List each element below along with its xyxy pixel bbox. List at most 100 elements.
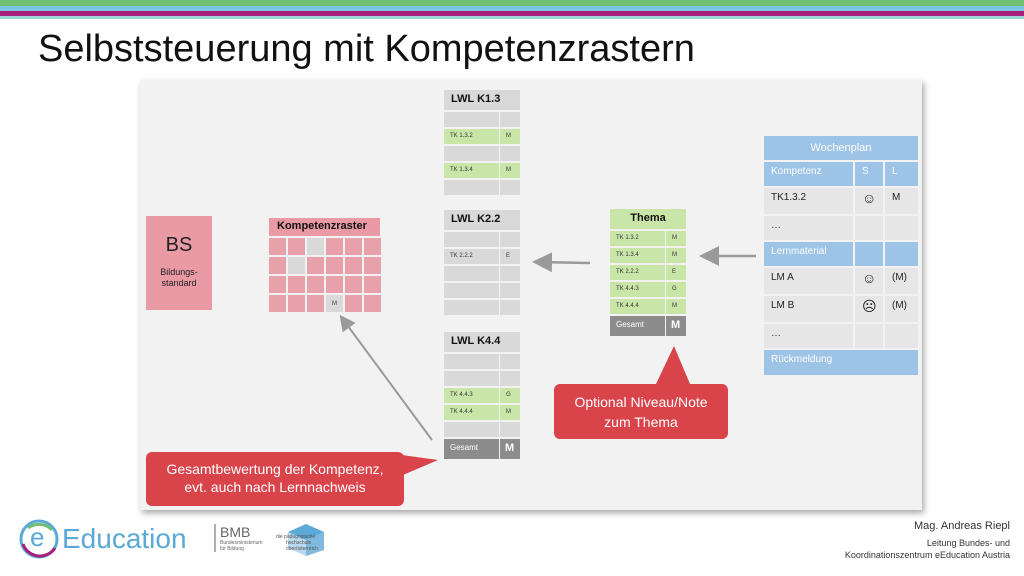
ph-logo: die pädagogische hochschule oberösterrei…	[276, 522, 326, 563]
total-label: Gesamt	[444, 439, 499, 459]
cell-l: (M)	[885, 296, 918, 322]
table-row: …	[764, 324, 918, 348]
frown-icon: ☹	[855, 296, 883, 322]
wochenplan-table: Wochenplan Kompetenz S L TK1.3.2 ☺ M … L…	[764, 136, 918, 375]
col-kompetenz: Kompetenz	[764, 162, 853, 186]
row-grade	[500, 180, 520, 195]
row-grade	[500, 112, 520, 127]
total-grade: M	[500, 439, 520, 459]
eeducation-logo: e Education	[18, 518, 187, 560]
top-stripe-teal	[0, 16, 1024, 19]
table-row	[444, 371, 520, 386]
bmb-logo: BMB Bundesministerium für Bildung	[214, 524, 263, 552]
col-s: S	[855, 162, 883, 186]
table-row: …	[764, 216, 918, 240]
cell-kompetenz: TK1.3.2	[764, 188, 853, 214]
rueckmeldung-row: Rückmeldung	[764, 350, 918, 375]
grid-cell	[364, 257, 381, 274]
rueckmeldung-label: Rückmeldung	[764, 350, 918, 375]
row-code: TK 1.3.4	[610, 248, 665, 263]
callout-line: Optional Niveau/Note	[574, 394, 708, 410]
row-code	[444, 283, 499, 298]
col-l: L	[885, 162, 918, 186]
ph-text-1: die pädagogische	[276, 534, 316, 540]
grid-cell	[269, 295, 286, 312]
table-row	[444, 283, 520, 298]
row-code	[444, 300, 499, 315]
cell-kompetenz: …	[764, 324, 853, 348]
table-row: LM B ☹ (M)	[764, 296, 918, 322]
row-code	[444, 354, 499, 369]
callout-line: evt. auch nach Lernnachweis	[184, 479, 366, 495]
author-name: Mag. Andreas Riepl	[914, 520, 1010, 532]
callout-line: Gesamtbewertung der Kompetenz,	[166, 461, 384, 477]
author-role-2: Koordinationszentrum eEducation Austria	[844, 550, 1010, 560]
logo-e-letter: e	[30, 522, 45, 552]
row-code	[444, 112, 499, 127]
grid-cell	[288, 238, 305, 255]
grid-cell	[269, 276, 286, 293]
callout-gesamtbewertung: Gesamtbewertung der Kompetenz, evt. auch…	[146, 452, 404, 506]
grid-cell	[269, 257, 286, 274]
table-row: LM A ☺ (M)	[764, 268, 918, 294]
row-grade	[500, 300, 520, 315]
bs-label: BS	[165, 234, 193, 256]
table-row	[444, 146, 520, 161]
row-code: TK 4.4.4	[444, 405, 499, 420]
grid-cell	[345, 276, 362, 293]
cell-l: M	[885, 188, 918, 214]
cell-kompetenz: LM B	[764, 296, 853, 322]
table-row	[444, 300, 520, 315]
table-row	[444, 180, 520, 195]
bmb-label: BMB	[220, 524, 251, 540]
grid-cell	[269, 238, 286, 255]
grid-cell	[345, 257, 362, 274]
row-grade: M	[500, 129, 520, 144]
smiley-icon: ☺	[855, 188, 883, 214]
row-code	[444, 266, 499, 281]
row-grade: M	[666, 299, 686, 314]
grid-cell	[288, 257, 305, 274]
row-grade: E	[500, 249, 520, 264]
grid-cell	[364, 295, 381, 312]
grid-cell	[307, 238, 324, 255]
grid-cell	[307, 257, 324, 274]
table-row	[444, 266, 520, 281]
bs-sub-1: Bildungs-	[160, 267, 198, 277]
grid-cell-marked: M	[326, 295, 343, 312]
row-grade: M	[500, 163, 520, 178]
table-row	[444, 422, 520, 437]
row-code: TK 1.3.4	[444, 163, 499, 178]
grid-cell	[288, 295, 305, 312]
row-code	[444, 422, 499, 437]
lernmaterial-row: Lernmaterial	[764, 242, 918, 266]
grid-cell	[326, 257, 343, 274]
row-code	[444, 371, 499, 386]
top-stripe-purple	[0, 11, 1024, 16]
lwl-k44-header: LWL K4.4	[444, 332, 520, 352]
row-code	[444, 232, 499, 247]
smiley-icon: ☺	[855, 268, 883, 294]
grid-cell	[345, 295, 362, 312]
cell-kompetenz: LM A	[764, 268, 853, 294]
lernmaterial-label: Lernmaterial	[764, 242, 853, 266]
cell-s	[855, 216, 883, 240]
lwl-k22-header: LWL K2.2	[444, 210, 520, 230]
ph-text-3: oberösterreich	[286, 546, 318, 552]
cell-s	[855, 324, 883, 348]
row-code	[444, 146, 499, 161]
bmb-sub-1: Bundesministerium	[220, 540, 263, 546]
table-row	[444, 112, 520, 127]
ph-text-2: hochschule	[286, 540, 312, 546]
